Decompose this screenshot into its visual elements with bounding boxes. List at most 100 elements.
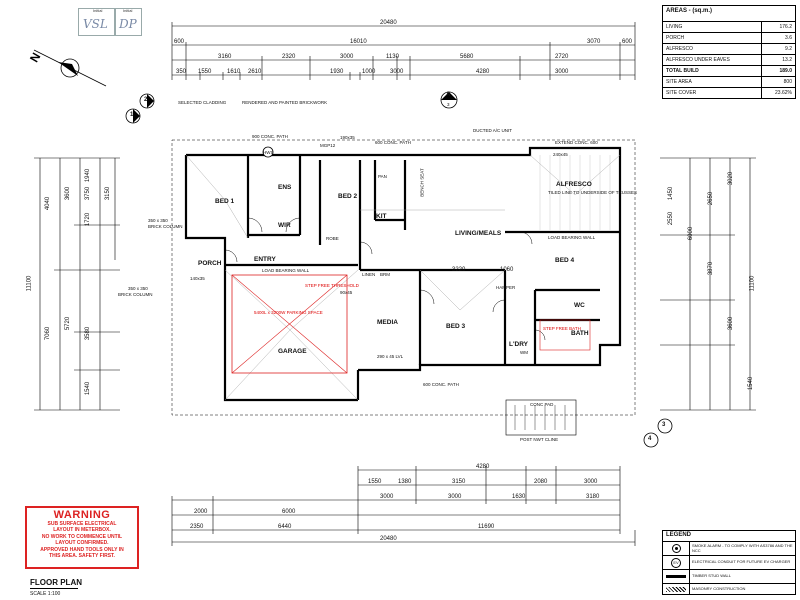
note-wm: WM (520, 350, 528, 355)
legend-row: MASONRY CONSTRUCTION (663, 584, 795, 595)
room-label-bath: BATH (571, 330, 589, 337)
dim-bottom-row2: 3000 (448, 494, 462, 500)
section-marker-3: 3 (662, 422, 666, 428)
dim-internal: 1060 (500, 267, 514, 273)
note-conc-path-c: 900 CONC. PATH (252, 134, 288, 139)
dim-top-overall: 20480 (380, 20, 397, 26)
note-s2: 140x35 (190, 276, 205, 281)
dim-right: 1450 (668, 186, 675, 201)
section-marker-1: 1 (130, 112, 134, 118)
warning-line: NO WORK TO COMMENCE UNTIL (41, 533, 123, 540)
dim-top-row2: 3160 (218, 54, 232, 60)
dim-top-row3: 1000 (362, 69, 376, 75)
dim-bottom-c: 2350 (190, 524, 204, 530)
warning-line: APPROVED HAND TOOLS ONLY IN (40, 546, 124, 553)
dim-right: 3020 (728, 171, 735, 186)
room-label-ens: ENS (278, 184, 292, 191)
section-marker-a: A (446, 92, 451, 98)
room-label-pan: PAN (378, 174, 387, 179)
dim-top-row3: 3000 (555, 69, 569, 75)
note-lvl: 290 x 45 LVL (377, 354, 404, 359)
warning-line: LAYOUT IN METERBOX. (53, 527, 111, 534)
room-label-porch: PORCH (198, 260, 222, 267)
dim-top-row2: 5680 (460, 54, 474, 60)
initial-label: Initial (123, 8, 133, 13)
room-label-entry: ENTRY (254, 256, 276, 263)
initial-value: VSL (83, 17, 108, 31)
dim-left: 7060 (45, 326, 52, 341)
dim-left-overall: 11100 (26, 275, 33, 292)
dim-bottom-row2: 2000 (194, 509, 208, 515)
room-label-robe: ROBE (326, 236, 339, 241)
dim-top-row3: 350 (176, 69, 187, 75)
note-brick-column: BRICK COLUMN (148, 224, 183, 229)
dim-bottom-overall: 20480 (380, 536, 397, 542)
dim-left: 3750 (85, 186, 92, 201)
dim-left: 3580 (85, 326, 92, 341)
note-mgp: MGP12 (320, 143, 336, 148)
note-extend-conc: EXTEND CONC. 600 (555, 140, 598, 145)
north-arrow-icon: N (28, 49, 107, 87)
room-label-hws: HWS (263, 150, 274, 155)
note-bench: BENCH SEAT (419, 168, 425, 197)
dim-bottom-row1: 1380 (398, 479, 412, 485)
room-label-brm: BRM (380, 272, 390, 277)
room-label-bed2: BED 2 (338, 193, 358, 200)
dim-left: 5720 (65, 316, 72, 331)
note-selected-cladding: SELECTED CLADDING (178, 100, 227, 105)
note-s1: 190x35 (340, 135, 355, 140)
legend-box: LEGEND SMOKE ALARM - TO COMPLY WITH AS37… (662, 530, 796, 595)
initial-box-2: Initial DP (114, 8, 142, 36)
room-label-bed3: BED 3 (446, 323, 466, 330)
dim-right: 6000 (688, 226, 695, 241)
dim-bottom-row1: 3000 (584, 479, 598, 485)
dim-bottom-row2: 3180 (586, 494, 600, 500)
note-step-free-bath: STEP FREE BATH (543, 326, 581, 331)
note-ducted: DUCTED A/C UNIT (473, 128, 513, 133)
dim-top-600b: 600 (622, 39, 633, 45)
legend-row: SMOKE ALARM - TO COMPLY WITH AS3786 AND … (663, 542, 795, 556)
room-label-garage: GARAGE (278, 348, 307, 355)
room-label-wir: WIR (278, 222, 291, 229)
warning-title: WARNING (53, 509, 111, 521)
dim-bottom-row2: 3000 (380, 494, 394, 500)
dim-left: 1540 (85, 381, 92, 396)
dim-top-row3: 2610 (248, 69, 262, 75)
dim-top-row2: 1130 (386, 54, 399, 60)
dim-top-row3: 3000 (390, 69, 404, 75)
dim-bottom-row2: 6000 (282, 509, 296, 515)
legend-row: TIMBER STUD WALL (663, 570, 795, 584)
dim-bottom-row1: 2080 (534, 479, 548, 485)
dim-right: 2650 (708, 191, 715, 206)
note-tiled: TILED LINE TO UNDERSIDE OF TRUSSES (548, 190, 638, 195)
areas-title: AREAS - (sq.m.) (663, 6, 795, 22)
dim-bottom-4280: 4280 (476, 464, 490, 470)
dim-left: 3150 (105, 186, 112, 201)
legend-text: TIMBER STUD WALL (692, 573, 731, 579)
note-load-wall: LOAD BEARING WALL (262, 268, 310, 273)
legend-text: SMOKE ALARM - TO COMPLY WITH AS3786 AND … (692, 542, 793, 553)
section-marker-a-sub: 3 (447, 102, 450, 107)
dim-top-600a: 600 (174, 39, 185, 45)
masonry-icon (666, 587, 686, 592)
note-load-wall-2: LOAD BEARING WALL (548, 235, 596, 240)
dim-top-row2: 2320 (282, 54, 296, 60)
room-label-living: LIVING/MEALS (455, 230, 502, 237)
dim-top-row2: 3000 (340, 54, 354, 60)
dim-bottom-row1: 1550 (368, 479, 382, 485)
dim-bottom-b: 6440 (278, 524, 292, 530)
dim-top-row3: 1930 (330, 69, 344, 75)
dim-top-row2: 2720 (555, 54, 569, 60)
room-label-ldry: L'DRY (509, 341, 528, 348)
room-label-kit: KIT (376, 213, 387, 220)
dim-bottom-a: 11690 (478, 524, 495, 530)
dim-bottom-row1: 3150 (452, 479, 466, 485)
